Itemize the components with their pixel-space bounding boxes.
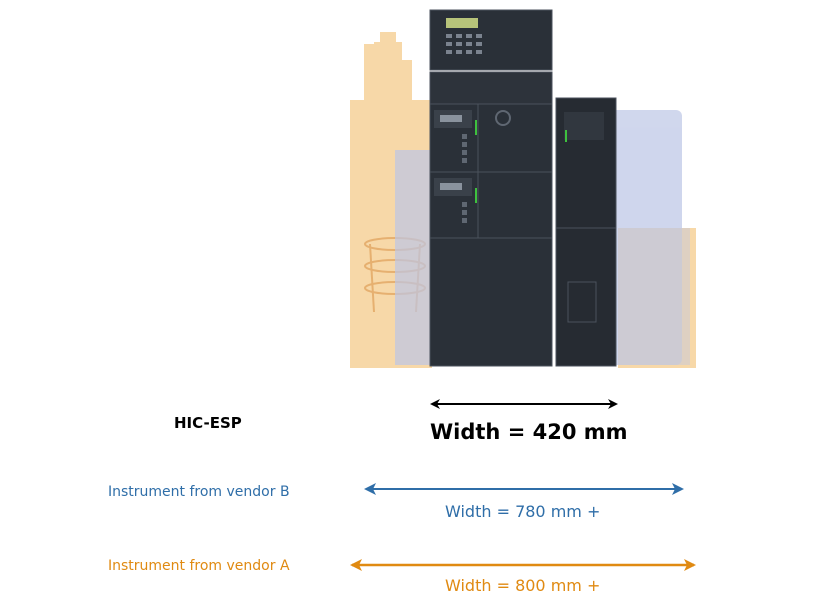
vendor-a-label: Instrument from vendor A [108,558,290,574]
vendor-a-width-text: Width = 800 mm + [445,576,601,595]
vendor-b-label: Instrument from vendor B [108,484,290,500]
vendor-b-width-text: Width = 780 mm + [445,502,601,521]
hic-esp-instrument [429,9,617,367]
hic-esp-label: HIC-ESP [174,414,242,432]
hic-esp-width-text: Width = 420 mm [430,420,628,444]
